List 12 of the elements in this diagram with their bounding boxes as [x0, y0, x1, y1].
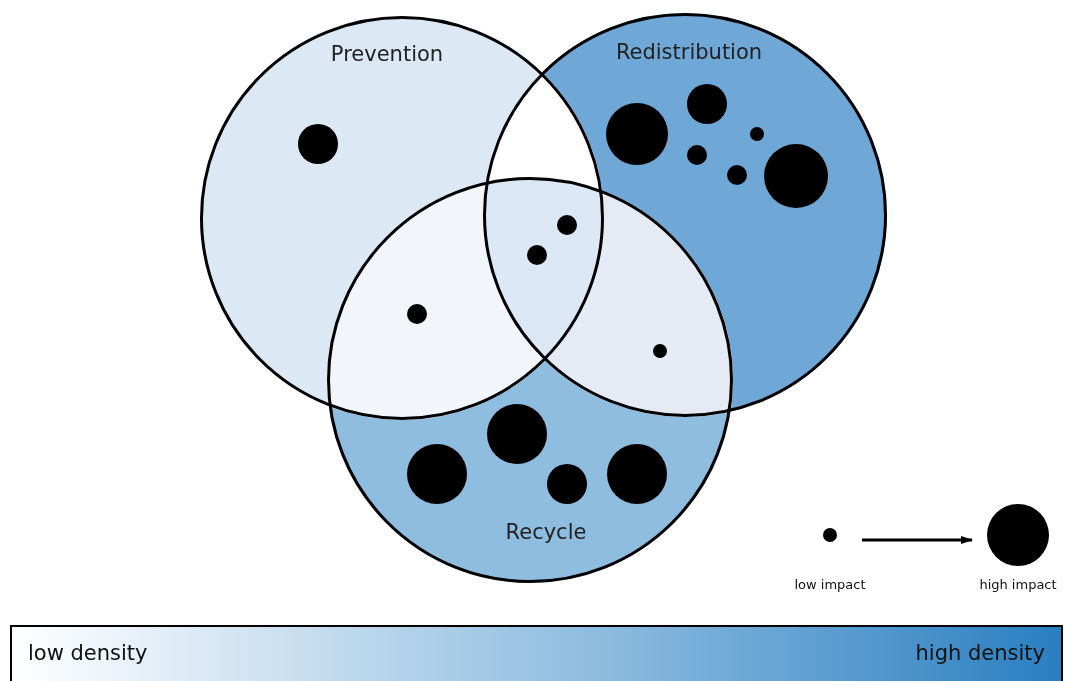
set-circle [483, 13, 887, 417]
set-label: Recycle [505, 520, 587, 544]
scale-label: high density [915, 641, 1045, 665]
arrow [862, 536, 973, 544]
set-circle [200, 16, 604, 420]
impact-dot [823, 528, 837, 542]
impact-caption: low impact [794, 577, 866, 592]
set-label: Prevention [330, 42, 444, 66]
set-label: Redistribution [615, 40, 763, 64]
scale-label: low density [28, 641, 148, 665]
set-circle [327, 177, 733, 583]
impact-caption: high impact [979, 577, 1057, 592]
